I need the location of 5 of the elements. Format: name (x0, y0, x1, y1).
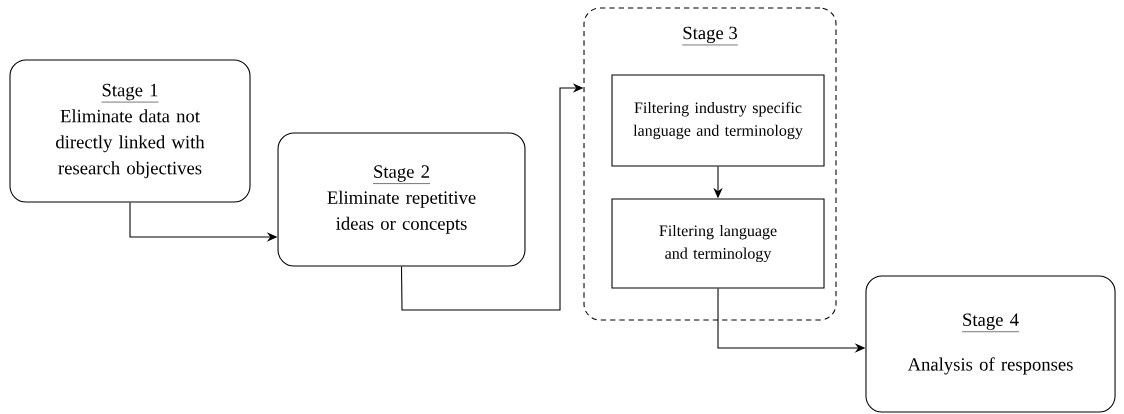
stage-box: Stage 1 Eliminate data not directly linked with research objectives (9, 59, 251, 203)
step-box: Filtering industry specific language and terminology (611, 74, 825, 167)
stage-box: Stage 4 Analysis of responses (865, 275, 1116, 413)
step-box: Filtering language and terminology (611, 198, 825, 289)
stage-box: Stage 2 Eliminate repetitive ideas or concepts (277, 132, 526, 267)
